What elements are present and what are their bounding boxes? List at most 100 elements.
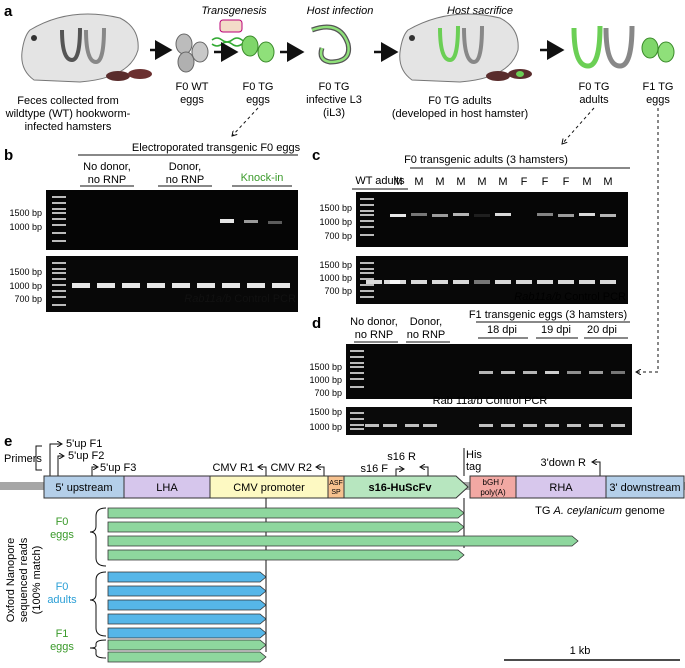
- ladder-b-top-1000: 1000 bp: [9, 222, 42, 232]
- primer-markers: 5'up F1 5'up F2 5'up F3 CMV R1 CMV R2 s1…: [50, 438, 600, 476]
- sequenced-read: [108, 550, 464, 560]
- control-band: [197, 283, 215, 288]
- connector-a-to-d: [636, 108, 658, 372]
- transgene-band: [558, 214, 574, 217]
- f1-transgene-band: [479, 371, 493, 374]
- gel-d-bottom: [346, 407, 632, 435]
- panel-b-title: Electroporated transgenic F0 eggs: [132, 142, 301, 154]
- control-band: [411, 280, 427, 284]
- connector-a-to-c: [562, 108, 594, 144]
- ladder-c-top-1500: 1500 bp: [319, 203, 352, 213]
- group-f0-adults-2: adults: [47, 594, 77, 606]
- sex-label: F: [521, 176, 528, 188]
- group-f1-eggs-2: eggs: [50, 641, 74, 653]
- construct-map: 5' upstream LHA CMV promoter ASF SP s16-…: [44, 476, 684, 498]
- ladder-band: [360, 198, 374, 200]
- ladder-band: [52, 232, 66, 234]
- primer-cmv-r2: [316, 467, 324, 476]
- group-f0-adults-1: F0: [56, 581, 69, 593]
- sex-label: M: [582, 176, 591, 188]
- group-f0-eggs-1: F0: [56, 516, 69, 528]
- f1-transgene-band: [545, 371, 559, 374]
- gel-d-control-label: Rab 11a/b Control PCR: [433, 395, 548, 407]
- caption-l3-2: infective L3: [306, 94, 362, 106]
- ladder-d-top-1500: 1500 bp: [309, 362, 342, 372]
- transgene-band: [390, 214, 406, 217]
- ladder-b-bottom-700: 700 bp: [14, 294, 42, 304]
- ladder-band: [360, 214, 374, 216]
- ladder-band: [360, 290, 374, 292]
- ladder-band: [360, 268, 374, 270]
- control-band: [501, 424, 515, 427]
- panel-a-letter: a: [4, 3, 13, 20]
- ladder-band: [52, 278, 66, 280]
- ladder-band: [52, 272, 66, 274]
- knock-in-band: [244, 220, 258, 223]
- panel-b-group-1-b: no RNP: [88, 174, 127, 186]
- control-band: [479, 424, 493, 427]
- control-band: [523, 424, 537, 427]
- ladder-band: [350, 428, 364, 430]
- sequenced-read: [108, 586, 266, 596]
- caption-adults-host-2: (developed in host hamster): [392, 108, 528, 120]
- caption-l3-1: F0 TG: [319, 81, 350, 93]
- ladder-band: [350, 372, 364, 374]
- primer-s16-f-label: s16 F: [360, 463, 388, 475]
- control-band: [72, 283, 90, 288]
- reads-label-1: Oxford Nanopore: [5, 538, 17, 622]
- control-band: [405, 424, 419, 427]
- transgene-band: [495, 213, 511, 216]
- sex-label: M: [414, 176, 423, 188]
- panel-b-group-2-b: no RNP: [166, 174, 205, 186]
- ladder-d-bottom-1000: 1000 bp: [309, 422, 342, 432]
- ladder-band: [52, 218, 66, 220]
- segment-asf-label: ASF: [329, 480, 343, 487]
- connector-a-to-b: [232, 108, 258, 136]
- segment-rha-label: RHA: [549, 482, 573, 494]
- caption-feces-3: infected hamsters: [25, 121, 112, 133]
- ladder-band: [52, 224, 66, 226]
- control-band: [97, 283, 115, 288]
- panel-d-dpi-18: 18 dpi: [487, 324, 517, 336]
- reads-label-3: (100% match): [31, 546, 43, 614]
- genome-suffix: genome: [625, 505, 665, 517]
- ladder-d-top-700: 700 bp: [314, 388, 342, 398]
- sequenced-read: [108, 652, 266, 662]
- ladder-band: [360, 210, 374, 212]
- panel-b-group-knockin: Knock-in: [241, 172, 284, 184]
- primer-3down-r: [592, 462, 600, 476]
- transgene-band: [453, 213, 469, 216]
- caption-f0wt-1: F0 WT: [176, 81, 209, 93]
- ladder-band: [350, 356, 364, 358]
- gel-b-control-gene: Rab11a/b: [184, 293, 231, 305]
- control-band: [453, 280, 469, 284]
- primer-5up-f1: [50, 444, 62, 476]
- ladder-band: [360, 278, 374, 280]
- primer-5up-f3: [92, 467, 98, 476]
- caption-f0tg-2: eggs: [246, 94, 270, 106]
- ladder-band: [360, 204, 374, 206]
- knock-in-band: [220, 219, 234, 223]
- segment-5-upstream-label: 5' upstream: [55, 482, 112, 494]
- control-band: [147, 283, 165, 288]
- sex-label: M: [498, 176, 507, 188]
- ladder-band: [360, 234, 374, 236]
- panel-d-title: F1 transgenic eggs (3 hamsters): [469, 309, 627, 321]
- caption-l3-3: (iL3): [323, 107, 345, 119]
- sex-label: F: [542, 176, 549, 188]
- primer-3down-r-label: 3'down R: [540, 457, 586, 469]
- caption-feces-2: wildtype (WT) hookworm-: [5, 108, 131, 120]
- ladder-band: [52, 304, 66, 306]
- f1-transgene-band: [523, 371, 537, 374]
- ladder-band: [360, 284, 374, 286]
- sequenced-read: [108, 572, 266, 582]
- primer-5up-f1-label: 5'up F1: [66, 438, 102, 450]
- ladder-band: [350, 350, 364, 352]
- ladder-band: [52, 202, 66, 204]
- ladder-d-top-1000: 1000 bp: [309, 375, 342, 385]
- primers-label: Primers: [4, 453, 42, 465]
- sex-label: M: [477, 176, 486, 188]
- ladder-band: [52, 290, 66, 292]
- control-band: [272, 283, 290, 288]
